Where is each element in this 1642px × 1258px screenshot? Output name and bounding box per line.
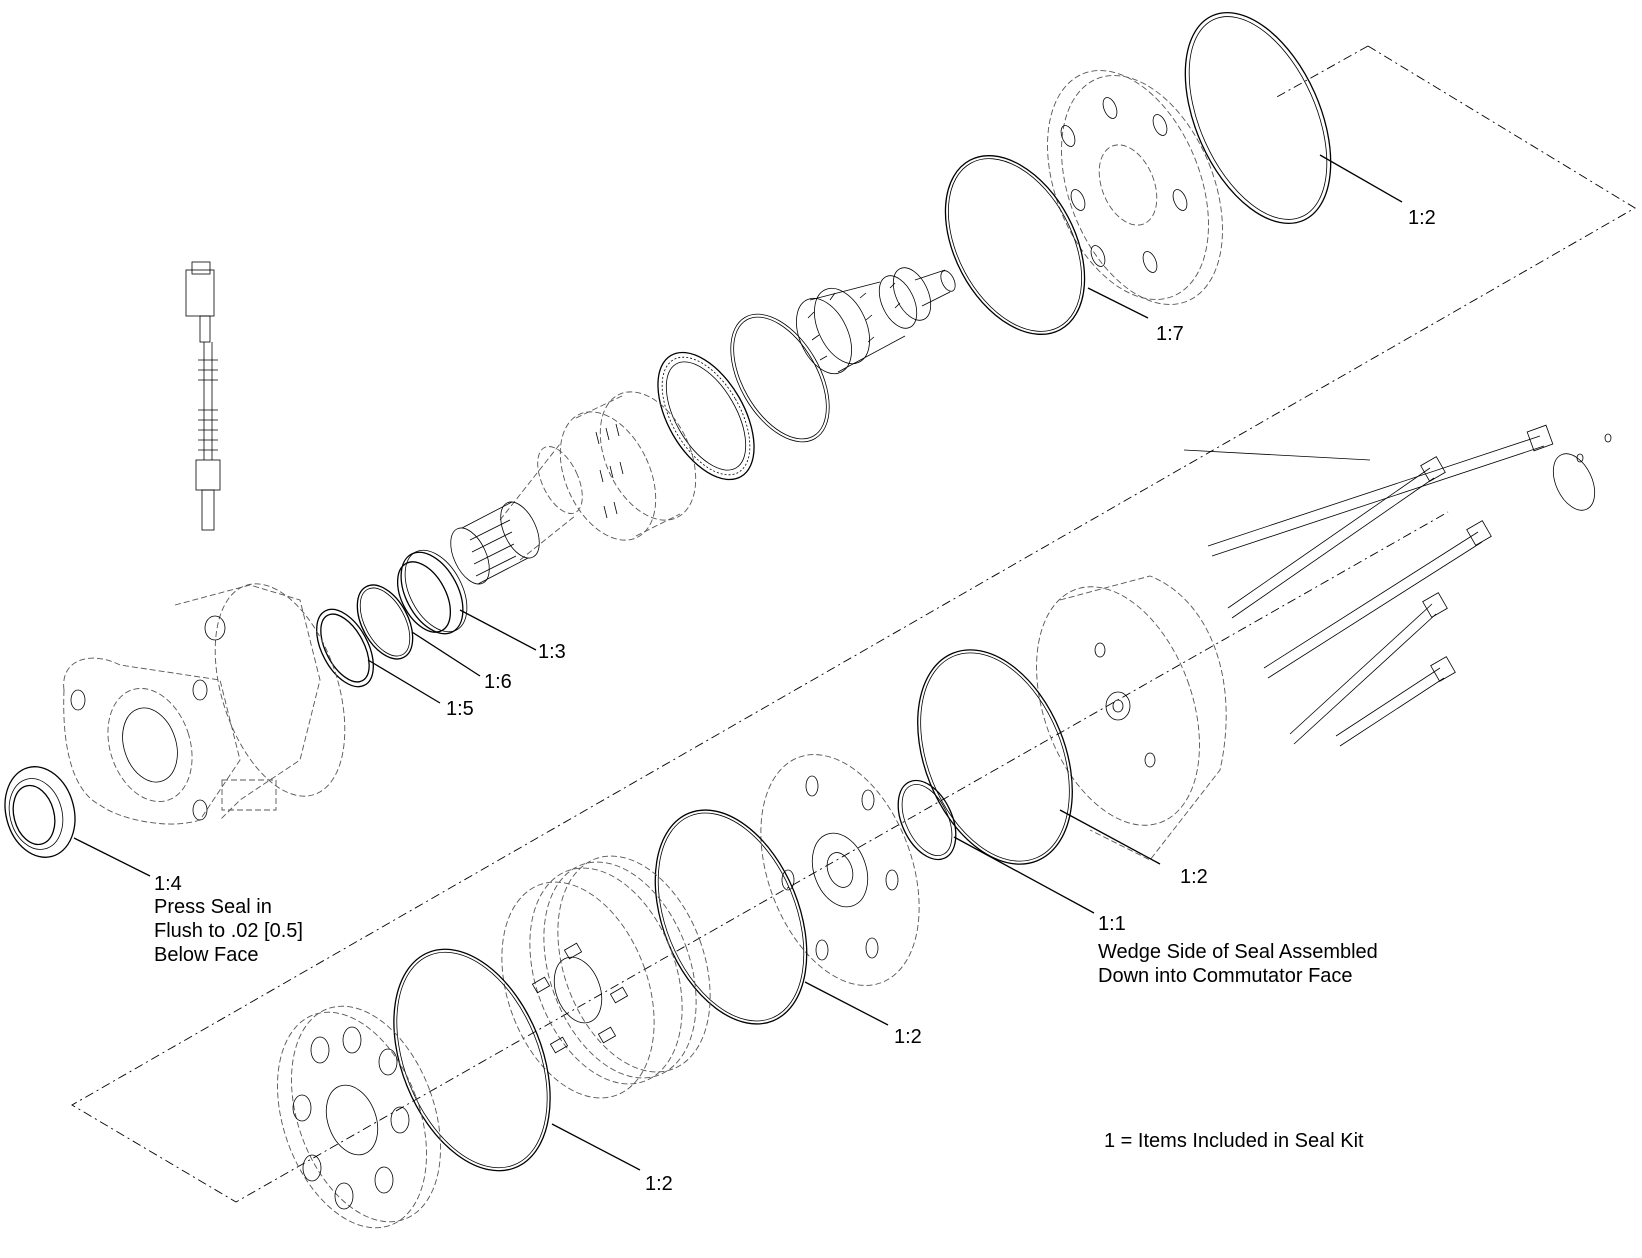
callout-1-2-mid: 1:2 bbox=[894, 1026, 922, 1048]
gerotor-set bbox=[501, 855, 711, 1099]
motor-housing bbox=[63, 583, 346, 825]
seal-ring-1-7 bbox=[944, 155, 1086, 335]
wear-plate bbox=[277, 1005, 441, 1229]
note-press-seal-line-1: Press Seal in bbox=[154, 896, 272, 918]
speed-sensor bbox=[185, 261, 221, 531]
note-press-seal: Press Seal in Flush to .02 [0.5] Below F… bbox=[154, 896, 303, 966]
seal-ring-1-2-mid-right bbox=[917, 649, 1073, 865]
leader-lines bbox=[73, 154, 1403, 1171]
output-shaft-bearing-housing bbox=[499, 391, 697, 561]
thin-seal-ring bbox=[730, 313, 830, 443]
commutator-plate bbox=[760, 754, 920, 986]
end-cap-plate bbox=[1047, 70, 1223, 305]
callout-1-2-top: 1:2 bbox=[1408, 207, 1436, 229]
assembly-boundary-lines bbox=[71, 45, 1636, 1203]
seal-ring-1-1 bbox=[897, 779, 957, 861]
note-wedge-side-line-1: Wedge Side of Seal Assembled bbox=[1098, 941, 1378, 963]
note-wedge-side: Wedge Side of Seal Assembled Down into C… bbox=[1098, 941, 1378, 987]
legend-seal-kit: 1 = Items Included in Seal Kit bbox=[1104, 1130, 1364, 1152]
seal-ring-top-large bbox=[1184, 11, 1332, 225]
drive-link-shaft bbox=[796, 267, 956, 375]
note-wedge-side-line-2: Down into Commutator Face bbox=[1098, 965, 1353, 987]
seal-ring-1-2-bottom bbox=[393, 948, 551, 1172]
callout-1-7: 1:7 bbox=[1156, 323, 1184, 345]
end-cover bbox=[1036, 575, 1227, 861]
seal-ring-1-5 bbox=[316, 608, 374, 688]
callout-1-5: 1:5 bbox=[446, 698, 474, 720]
note-press-seal-line-2: Flush to .02 [0.5] bbox=[154, 920, 303, 942]
seal-ring-1-6 bbox=[356, 584, 414, 660]
seal-ring-1-3 bbox=[396, 549, 468, 635]
callout-1-6: 1:6 bbox=[484, 671, 512, 693]
shaft-seal-1-4 bbox=[4, 766, 76, 858]
note-press-seal-line-3: Below Face bbox=[154, 944, 259, 966]
thrust-bearing bbox=[657, 351, 755, 481]
splined-output-shaft bbox=[450, 501, 540, 585]
callout-1-2-mid-right: 1:2 bbox=[1180, 866, 1208, 888]
callout-1-1: 1:1 bbox=[1098, 913, 1126, 935]
callout-1-2-bottom: 1:2 bbox=[645, 1173, 673, 1195]
callout-1-4: 1:4 bbox=[154, 873, 182, 895]
cap-screws bbox=[1183, 424, 1612, 747]
callout-1-3: 1:3 bbox=[538, 641, 566, 663]
callout-labels: 1:2 1:7 1:3 1:6 1:5 1:4 1:2 1:1 1:2 1:2 bbox=[154, 207, 1436, 1195]
seal-ring-1-2-mid bbox=[654, 809, 808, 1025]
